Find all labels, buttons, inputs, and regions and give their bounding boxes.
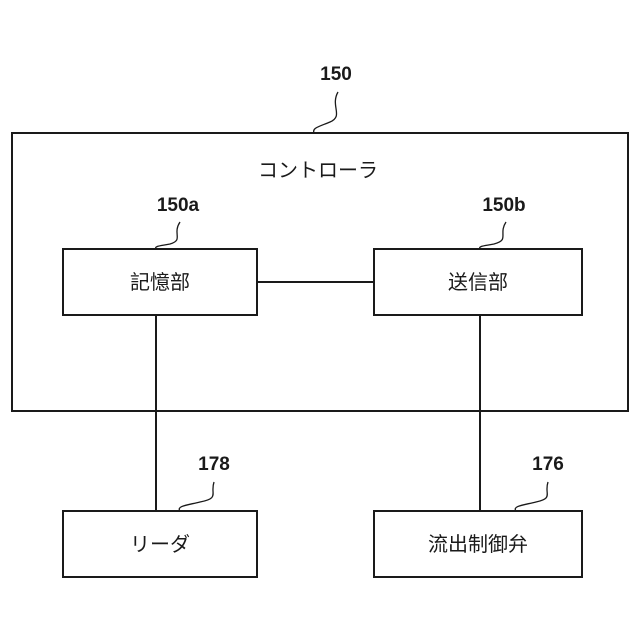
controller-title: コントローラ (258, 158, 378, 182)
controller-leader-line (314, 92, 338, 133)
transmitter-ref-number: 150b (482, 195, 525, 216)
storage-unit-label: 記憶部 (130, 270, 190, 294)
outflow-control-valve-label: 流出制御弁 (428, 532, 528, 556)
outflow-control-valve-leader-line (515, 482, 548, 511)
transmitter-label: 送信部 (448, 270, 508, 294)
reader-label: リーダ (130, 532, 190, 556)
controller-ref-number: 150 (320, 64, 352, 85)
reader-ref-number: 178 (198, 454, 230, 475)
reader-leader-line (179, 482, 214, 511)
outflow-control-valve-ref-number: 176 (532, 454, 564, 475)
storage-unit-ref-number: 150a (157, 195, 200, 216)
